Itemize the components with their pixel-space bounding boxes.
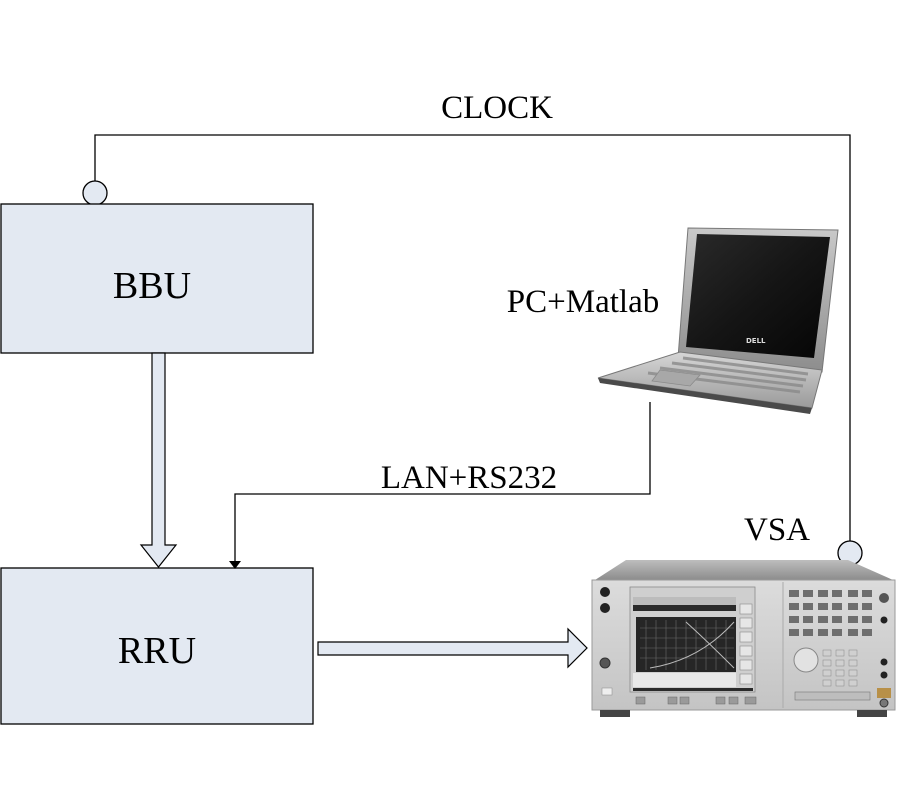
bbu-label: BBU (113, 265, 191, 307)
rru-label: RRU (118, 630, 196, 672)
bbu-clock-port-icon (82, 180, 108, 206)
spectrum-analyzer-icon[interactable] (591, 560, 896, 717)
lan-rs232-line (234, 402, 651, 562)
clock-line (94, 134, 851, 542)
lan-rs232-connection: LAN+RS232 (229, 402, 651, 569)
vsa-rotary-knob (793, 647, 819, 673)
bbu-block[interactable]: BBU (0, 203, 314, 354)
rru-block[interactable]: RRU (0, 567, 314, 725)
vsa-label: VSA (744, 512, 810, 548)
rru-to-vsa-arrow-icon (317, 627, 588, 669)
bbu-box (0, 203, 314, 354)
laptop-brand-logo: DELL (746, 337, 766, 345)
rru-box (0, 567, 314, 725)
clock-label: CLOCK (441, 90, 553, 126)
lan-rs232-arrowhead-icon (229, 561, 241, 569)
laptop-icon[interactable]: DELL (597, 227, 839, 414)
lan-rs232-label: LAN+RS232 (381, 460, 557, 496)
pc-matlab-label: PC+Matlab (507, 284, 659, 320)
bbu-to-rru-arrow-icon (139, 352, 178, 568)
clock-connection: CLOCK (82, 90, 863, 566)
